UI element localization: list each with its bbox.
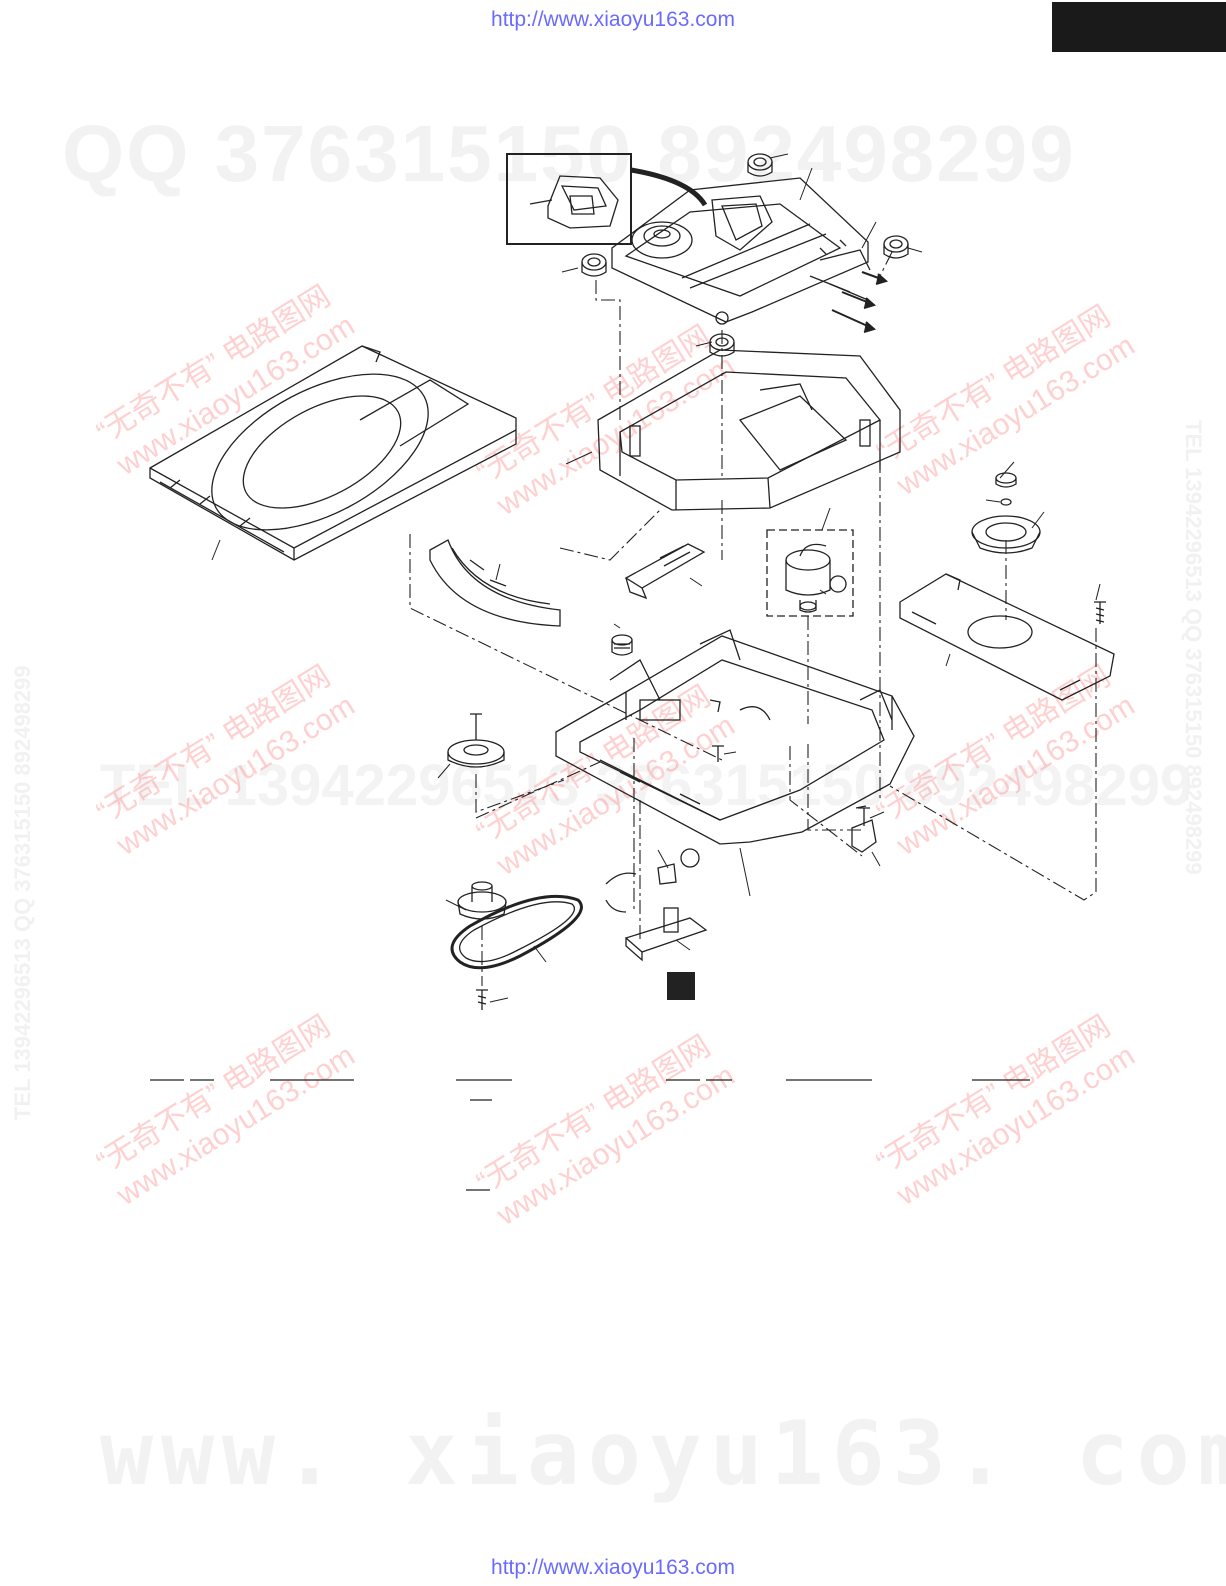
drive-belt bbox=[450, 894, 583, 970]
switch-pcb bbox=[605, 848, 708, 962]
grommet bbox=[581, 253, 607, 277]
grommet bbox=[883, 235, 909, 259]
watermark-www: www. xiaoyu163. com bbox=[100, 1402, 1226, 1505]
slider-piece bbox=[624, 543, 706, 600]
loader-frame bbox=[597, 349, 901, 511]
screw bbox=[855, 805, 867, 809]
source-url-bottom[interactable]: http://www.xiaoyu163.com bbox=[491, 1556, 735, 1579]
motor-pulley bbox=[457, 881, 507, 920]
direction-arrows bbox=[831, 271, 889, 333]
main-chassis bbox=[555, 629, 915, 845]
small-gear bbox=[611, 634, 633, 656]
cam-arm bbox=[429, 539, 561, 627]
screw bbox=[1094, 601, 1106, 624]
callout-marker bbox=[667, 972, 695, 1000]
grommet bbox=[747, 153, 773, 177]
disc-tray bbox=[149, 345, 517, 561]
watermark-tel: TEL 13942296513 376315150 892498299 bbox=[100, 753, 1193, 818]
source-url-top[interactable]: http://www.xiaoyu163.com bbox=[491, 8, 735, 31]
screw bbox=[476, 989, 488, 1010]
clamper-plate bbox=[899, 573, 1115, 701]
pickup-inset bbox=[506, 153, 708, 245]
screw bbox=[712, 745, 724, 762]
leader-lines bbox=[211, 153, 1101, 1003]
assembly-lines bbox=[409, 251, 1097, 986]
page-corner-tab bbox=[1052, 2, 1226, 52]
spindle-motor-box bbox=[766, 529, 854, 617]
pulley-gear bbox=[447, 713, 505, 768]
lever-bracket bbox=[851, 807, 877, 853]
traverse-mechanism bbox=[611, 177, 871, 325]
table-underlines bbox=[150, 1079, 1030, 1191]
